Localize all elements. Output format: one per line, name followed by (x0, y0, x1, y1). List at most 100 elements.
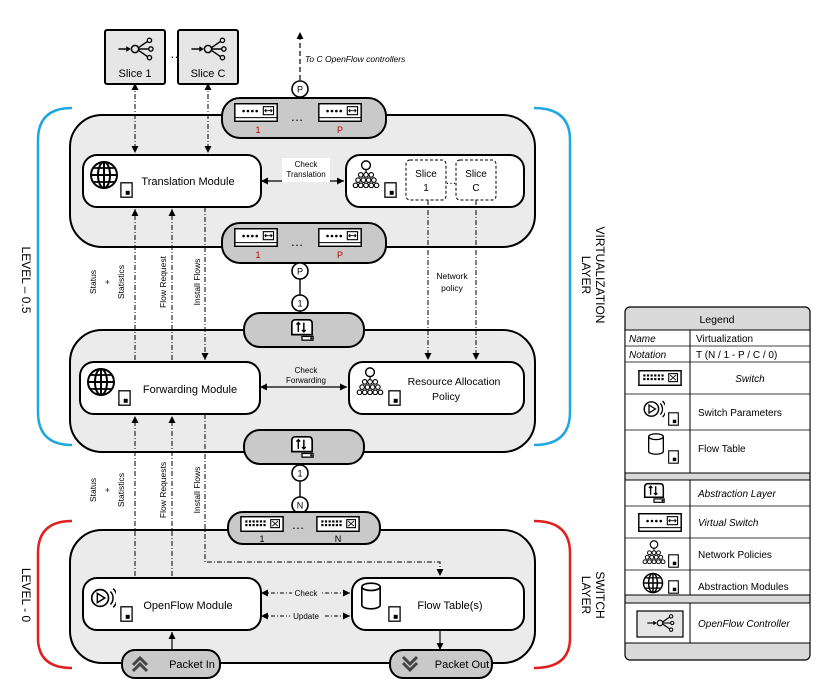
svg-text:Check: Check (295, 589, 319, 598)
port-p-middle (291, 262, 309, 280)
packet-in-label: Packet In (169, 659, 215, 671)
document-icon (388, 390, 401, 406)
virtual-switch-icon (234, 228, 278, 247)
flow-table-icon (360, 582, 382, 610)
switch-icon (638, 370, 682, 386)
switch-layer-label-1: SWITCH (593, 571, 607, 618)
svg-text:Status: Status (88, 270, 98, 294)
svg-text:…: … (291, 234, 304, 249)
resource-allocation-label-2: Policy (432, 391, 461, 403)
to-controllers-label: To C OpenFlow controllers (305, 54, 406, 64)
virtual-switch-icon (234, 103, 278, 122)
svg-text:Virtual Switch: Virtual Switch (698, 518, 759, 529)
packet-out-label: Packet Out (435, 659, 489, 671)
level-0-label: LEVEL - 0 (19, 568, 33, 623)
install-flows-lower (204, 414, 444, 576)
legend: Legend Name Virtualization Notation T (N… (624, 306, 811, 661)
slice-c-box (455, 159, 497, 201)
legend-title: Legend (699, 314, 734, 326)
svg-text:P: P (297, 85, 303, 95)
svg-text:Notation: Notation (629, 350, 667, 361)
switch-layer-label-2: LAYER (579, 576, 593, 615)
svg-text:1: 1 (297, 299, 302, 309)
virtual-switch-icon (318, 228, 362, 247)
document-icon (120, 182, 133, 198)
flow-table-icon (647, 433, 665, 455)
document-icon (388, 606, 401, 622)
svg-text:…: … (291, 109, 304, 124)
svg-text:Abstraction Layer: Abstraction Layer (697, 489, 776, 500)
svg-text:Check: Check (295, 366, 319, 375)
svg-text:Statistics: Statistics (116, 265, 126, 299)
svg-text:C: C (472, 183, 479, 194)
virtual-switch-icon (638, 513, 682, 532)
openflow-module-label: OpenFlow Module (143, 600, 232, 612)
level-0-bracket (36, 519, 73, 670)
svg-text:Abstraction Modules: Abstraction Modules (698, 582, 789, 593)
svg-text:Install Flows: Install Flows (192, 259, 202, 306)
svg-text:T (N / 1 - P / C / 0): T (N / 1 - P / C / 0) (696, 350, 777, 361)
slice-1-label: Slice 1 (118, 68, 151, 80)
svg-text:1: 1 (255, 250, 260, 260)
svg-text:1: 1 (423, 183, 429, 194)
slice-1-box (405, 159, 447, 201)
switch-icon (316, 516, 360, 532)
svg-text:N: N (297, 501, 304, 511)
svg-text:Network Policies: Network Policies (698, 550, 772, 561)
svg-text:Check: Check (295, 160, 319, 169)
level-05-label: LEVEL – 0.5 (19, 247, 33, 314)
svg-text:Statistics: Statistics (116, 473, 126, 507)
svg-text:…: … (446, 175, 457, 187)
translation-module-label: Translation Module (141, 176, 234, 188)
openflow-controller-box (636, 610, 684, 638)
network-policy-label-1: Network (436, 271, 468, 281)
flow-tables-label: Flow Table(s) (417, 600, 482, 612)
slice-c-label: Slice C (191, 68, 226, 80)
abstraction-modules-icon (90, 161, 118, 189)
svg-text:Flow Requests: Flow Requests (158, 462, 168, 518)
svg-text:Install Flows: Install Flows (192, 467, 202, 514)
resource-allocation-label-1: Resource Allocation (408, 376, 501, 388)
virtualization-bracket (533, 106, 572, 447)
svg-text:Update: Update (293, 612, 319, 621)
slice-1-controller: Slice 1 (104, 29, 166, 85)
level-05-bracket (36, 106, 73, 447)
document-icon (668, 580, 679, 594)
svg-text:OpenFlow Controller: OpenFlow Controller (698, 619, 790, 630)
svg-text:Virtualization: Virtualization (696, 334, 753, 345)
virtualization-layer-label-1: VIRTUALIZATION (593, 227, 607, 324)
svg-text:Slice: Slice (415, 169, 437, 180)
svg-text:1: 1 (259, 534, 264, 544)
svg-text:Switch Parameters: Switch Parameters (698, 408, 782, 419)
svg-text:N: N (335, 534, 342, 544)
svg-text:1: 1 (297, 469, 302, 479)
svg-text:…: … (292, 517, 305, 532)
svg-text:Switch: Switch (735, 374, 765, 385)
abstraction-modules-icon (642, 572, 664, 594)
switch-icon (240, 516, 284, 532)
svg-text:Status: Status (88, 478, 98, 502)
network-policy-label-2: policy (441, 283, 463, 293)
svg-text:+: + (102, 279, 112, 284)
document-icon (668, 412, 679, 426)
svg-text:1: 1 (255, 125, 260, 135)
svg-text:+: + (102, 487, 112, 492)
virtualization-layer-label-2: LAYER (579, 256, 593, 295)
svg-text:Translation: Translation (286, 170, 325, 179)
document-icon (118, 390, 131, 406)
svg-text:Slice: Slice (465, 169, 487, 180)
svg-text:Name: Name (629, 334, 656, 345)
svg-text:Forwarding: Forwarding (286, 376, 326, 385)
document-icon (120, 606, 133, 622)
svg-text:P: P (337, 125, 343, 135)
svg-text:Flow Table: Flow Table (698, 444, 746, 455)
svg-text:P: P (297, 267, 303, 277)
virtual-switch-icon (318, 103, 362, 122)
document-icon (668, 450, 679, 464)
svg-text:P: P (337, 250, 343, 260)
document-icon (668, 554, 679, 568)
abstraction-modules-icon (87, 368, 115, 396)
switch-layer-bracket (533, 519, 572, 670)
document-icon (384, 182, 397, 198)
